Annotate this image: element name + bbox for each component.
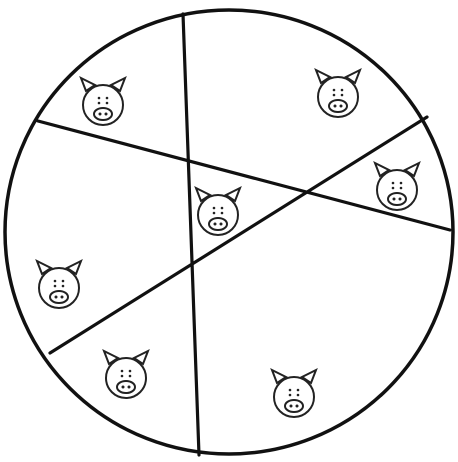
pig-face-icon	[37, 261, 81, 308]
pig-face-icon	[272, 370, 316, 417]
pig-face-icon	[196, 188, 240, 235]
pig-face-icon	[81, 78, 125, 125]
pig-face-icon	[316, 70, 360, 117]
pig-face-icon	[375, 163, 419, 210]
pig-face-icon	[104, 351, 148, 398]
